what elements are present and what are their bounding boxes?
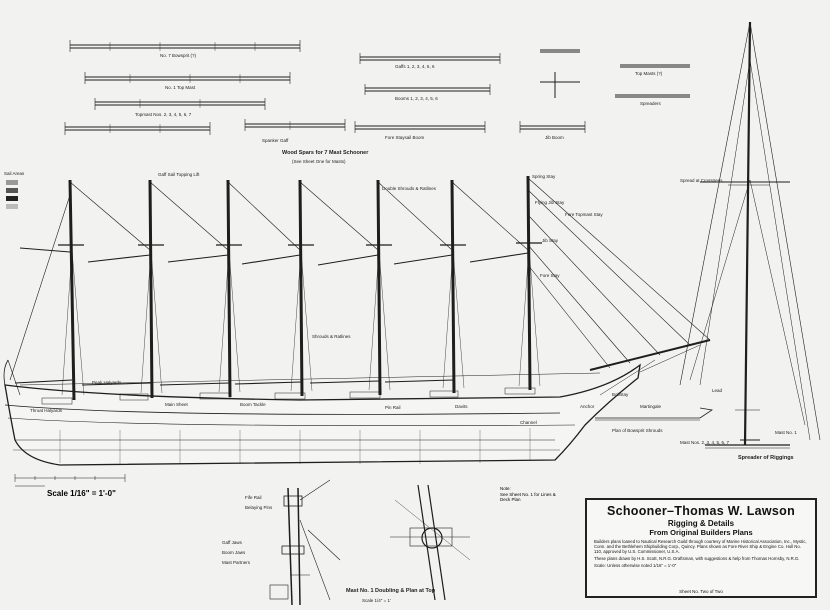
rig-label-channel: Channel: [520, 420, 537, 425]
mast-detail-caption: Mast No. 1 Doubling & Plan at Top: [346, 588, 436, 594]
drawing-subtitle: Rigging & Details: [667, 519, 735, 528]
mast-detail-scale: Scale 1/4" = 1': [362, 598, 391, 603]
gaffs: [19, 247, 529, 266]
scale-label: Scale 1/16" = 1'-0": [47, 489, 116, 498]
lead-label: Lead: [712, 388, 723, 393]
rig-label-double-shrouds: Double Shrouds & Ratlines: [382, 186, 437, 191]
crosstrees: [58, 242, 542, 246]
rig-label-peak-halyards: Peak Halyards: [92, 380, 122, 385]
rig-label-bobstay: Bobstay: [612, 392, 629, 397]
rig-label-boom-tackle: Boom Tackle: [240, 402, 266, 407]
spar-drawings-middle: [354, 49, 690, 133]
end-view-mast: [679, 21, 821, 446]
spar-drawings-left: [64, 40, 346, 135]
spar-label-jib-boom: Jib Boom: [545, 135, 564, 140]
spar-label-bowsprit: No. 7 Bowsprit (?): [160, 53, 197, 58]
mast-3: [226, 179, 232, 398]
mast-one-label: Mast No. 1: [775, 430, 797, 435]
rig-label-fore-stay: Fore Stay: [540, 273, 560, 278]
shrouds: [61, 247, 541, 396]
rig-label-spring-stay: Spring Stay: [532, 174, 556, 179]
hull: [3, 359, 641, 466]
legend-title: Sail Areas: [4, 171, 25, 176]
note-text: Note: See Sheet No. 1 for Lines & Deck P…: [500, 486, 556, 502]
spar-label-spanker-gaff: Spanker Gaff: [262, 138, 289, 143]
note: Note: See Sheet No. 1 for Lines & Deck P…: [500, 486, 558, 503]
rig-label-pin-rail: Pin Rail: [385, 405, 401, 410]
mast-5: [376, 179, 382, 396]
mast-1: [68, 179, 76, 401]
spar-label-top-mast: No. 1 Top Mast: [165, 85, 196, 90]
doubling-detail-left: [269, 479, 341, 606]
mast-head-label: Mast Nos. 2, 3, 4, 5, 6, 7: [680, 440, 730, 445]
drafting-credit: These plans drawn by H.S. Scott, N.R.G. …: [594, 556, 800, 561]
detail-label-mast-partners: Mast Partners: [222, 560, 251, 565]
sheet-number: Sheet No. Two of Two: [679, 589, 723, 594]
rig-label-shrouds-ratlines: Shrouds & Ratlines: [312, 334, 351, 339]
spar-label-fore-staysail-boom: Fore Staysail Boom: [385, 135, 425, 140]
title-block-scale: Scale: Unless otherwise noted 1/16" = 1'…: [594, 563, 677, 568]
spreader-detail: [705, 444, 790, 449]
rig-label-fore-topmast-stay: Fore Topmast Stay: [565, 212, 603, 217]
rig-label-davits: Davits: [455, 404, 468, 409]
sail-area-legend: [6, 180, 18, 209]
spread-detail-label: Spread at Crosstrees: [680, 178, 723, 183]
spar-dimension-ticks: [109, 42, 291, 133]
detail-label-fife-rail: Fife Rail: [245, 495, 262, 500]
spar-label-booms: Booms 1, 2, 3, 4, 5, 6: [395, 96, 438, 101]
spar-label-topmasts-top: Top Masts (?): [635, 71, 663, 76]
detail-label-belaying-pins: Belaying Pins: [245, 505, 273, 510]
booms: [14, 379, 454, 386]
rig-label-martingale: Martingale: [640, 404, 662, 409]
stays: [9, 177, 711, 381]
bowsprit: [589, 339, 711, 396]
mast-7: [526, 175, 532, 391]
drawing-title: Schooner–Thomas W. Lawson: [606, 504, 796, 518]
waterline-dimension: [14, 474, 126, 482]
spar-label-topmast-list: Topmast Nos. 2, 3, 4, 5, 6, 7: [135, 112, 192, 117]
spar-label-spreaders: Spreaders: [640, 101, 661, 106]
spar-label-gaffs: Gaffs 1, 2, 3, 4, 5, 6: [395, 64, 435, 69]
spreader-title: Spreader of Riggings: [738, 455, 794, 461]
bowsprit-plan: [595, 407, 714, 421]
mast-6: [450, 179, 456, 394]
spar-caption: Wood Spars for 7 Mast Schooner: [282, 150, 369, 156]
detail-label-gaff-jaws: Gaff Jaws: [222, 540, 242, 545]
rig-label-jib-stay: Jib Stay: [542, 238, 559, 243]
rig-label-topping-lift: Gaff Sail Topping Lift: [158, 172, 200, 177]
rig-label-anchor: Anchor: [580, 404, 595, 409]
spar-caption-sub: (See Sheet One for Masts): [292, 159, 346, 164]
drawing-subtitle-2: From Original Builders Plans: [649, 528, 753, 537]
credits-paragraph: Builders plans loaned to Nautical Resear…: [594, 539, 807, 554]
rig-label-throat-halyards: Throat Halyards: [30, 408, 63, 413]
doubling-detail-middle: [390, 484, 471, 601]
rig-label-flying-jib-stay: Flying Jib Stay: [535, 200, 565, 205]
rig-label-main-sheet: Main Sheet: [165, 402, 188, 407]
bowsprit-detail-label: Plan of Bowsprit Shrouds: [612, 428, 663, 433]
masts: [68, 175, 532, 401]
detail-label-boom-jaws: Boom Jaws: [222, 550, 246, 555]
mast-2: [148, 179, 154, 399]
title-block: Schooner–Thomas W. Lawson Rigging & Deta…: [585, 498, 817, 598]
mast-4: [298, 179, 304, 397]
